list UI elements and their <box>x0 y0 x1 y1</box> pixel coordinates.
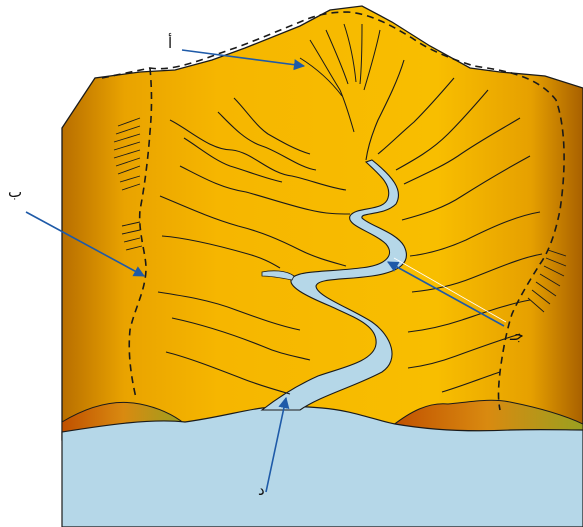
label-c: جـ <box>510 328 524 343</box>
label-b: ب <box>8 185 22 200</box>
label-d: د <box>258 483 265 498</box>
label-a: أ <box>168 36 172 51</box>
